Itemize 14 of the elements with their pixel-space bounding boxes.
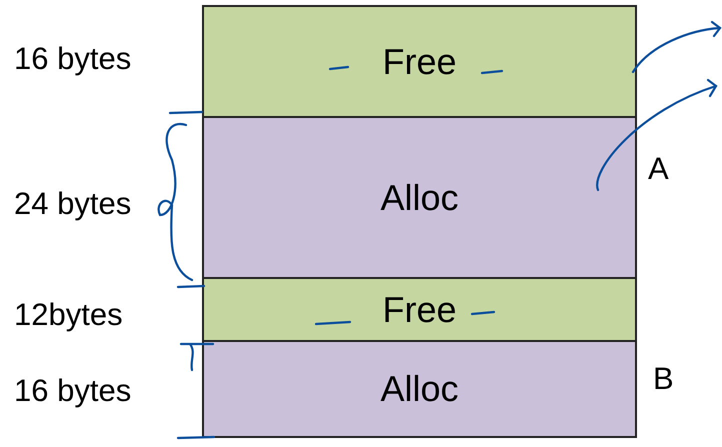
- memory-block: [202, 277, 637, 342]
- memory-block: [202, 340, 637, 438]
- size-label: B: [653, 360, 674, 398]
- size-label: A: [648, 150, 669, 188]
- size-label: 24 bytes: [14, 185, 132, 223]
- block-label: Free: [382, 292, 457, 328]
- block-label: Alloc: [380, 371, 459, 407]
- block-label: Alloc: [380, 180, 459, 216]
- size-label: 16 bytes: [14, 372, 132, 410]
- size-label: 16 bytes: [14, 40, 132, 78]
- size-label: 12bytes: [14, 296, 123, 334]
- memory-block: [202, 116, 637, 279]
- block-label: Free: [382, 44, 457, 80]
- memory-block: [202, 5, 637, 118]
